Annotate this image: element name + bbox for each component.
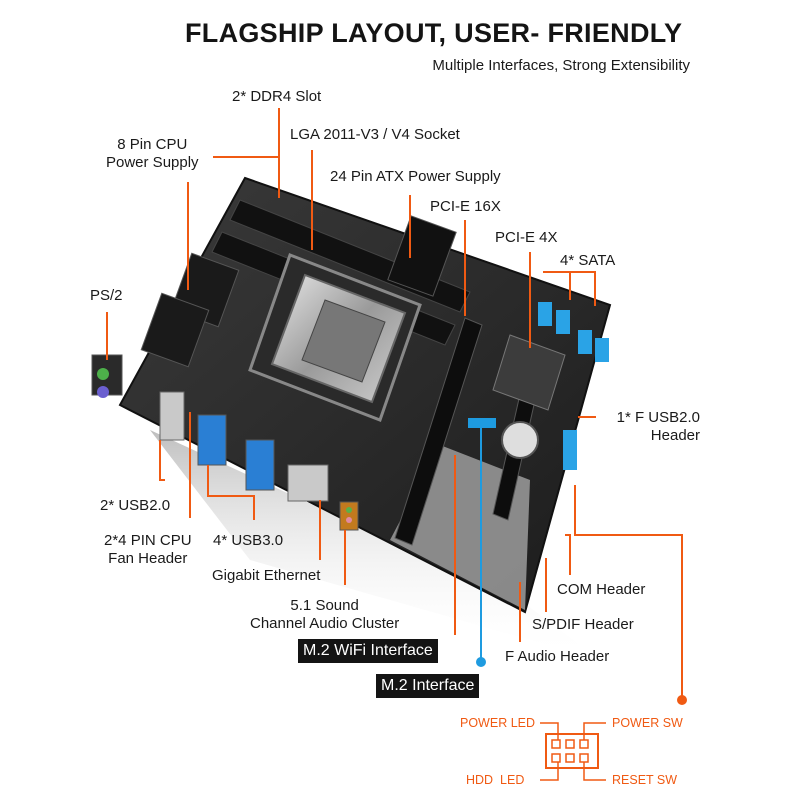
leader-usb30 — [207, 465, 255, 520]
label-atx-power: 24 Pin ATX Power Supply — [330, 168, 501, 185]
label-usb20-header: 1* F USB2.0 Header — [616, 409, 700, 444]
ethernet-port — [287, 464, 329, 502]
label-hdd-led: HDD LED — [466, 773, 525, 787]
page-title: FLAGSHIP LAYOUT, USER- FRIENDLY — [185, 18, 683, 48]
usb30-ports-2 — [245, 439, 275, 491]
usb20-ports — [159, 391, 185, 441]
label-ethernet: Gigabit Ethernet — [212, 567, 321, 584]
usb30-ports-1 — [197, 414, 227, 466]
label-sata: 4* SATA — [560, 252, 616, 269]
label-usb30: 4* USB3.0 — [213, 532, 284, 549]
page-subtitle: Multiple Interfaces, Strong Extensibilit… — [432, 57, 690, 74]
leader-sata-top — [543, 271, 596, 306]
label-faudio: F Audio Header — [505, 648, 610, 665]
sata-port-3 — [578, 330, 592, 354]
label-audio: 5.1 Sound Channel Audio Cluster — [250, 597, 400, 632]
sata-port-2 — [556, 310, 570, 334]
m2-slot — [468, 418, 496, 428]
vrm-heatsink-2 — [140, 292, 210, 368]
label-spdif: S/PDIF Header — [532, 616, 634, 633]
usb20-header-block — [563, 430, 577, 470]
label-cpu-fan: 2*4 PIN CPU Fan Header — [104, 532, 192, 567]
atx-power-connector — [387, 215, 457, 297]
label-ddr4: 2* DDR4 Slot — [232, 88, 322, 105]
label-m2: M.2 Interface — [376, 674, 480, 698]
label-socket: LGA 2011-V3 / V4 Socket — [290, 126, 460, 143]
leader-front-panel — [574, 485, 683, 700]
leader-m2 — [476, 428, 486, 667]
leader-usb20 — [159, 440, 165, 481]
leader-front-panel-dot — [677, 695, 687, 705]
label-pcie4: PCI-E 4X — [495, 229, 558, 246]
label-power-sw: POWER SW — [612, 716, 683, 730]
audio-jacks — [339, 501, 359, 531]
audio-jack-pink-icon — [346, 517, 352, 523]
front-panel-header-diagram — [540, 722, 606, 781]
leader-lines — [106, 108, 687, 705]
ps2-keyboard-icon — [97, 386, 109, 398]
audio-jack-green-icon — [346, 507, 352, 513]
label-cpu-power: 8 Pin CPU Power Supply — [106, 136, 199, 171]
label-m2-wifi: M.2 WiFi Interface — [298, 639, 438, 663]
label-reset-sw: RESET SW — [612, 773, 678, 787]
socket-cover — [301, 299, 386, 383]
cmos-battery — [501, 421, 539, 459]
chipset-heatsink — [492, 334, 566, 411]
sata-port-1 — [538, 302, 552, 326]
ps2-mouse-icon — [97, 368, 109, 380]
label-power-led: POWER LED — [460, 716, 536, 730]
label-pcie16: PCI-E 16X — [430, 198, 501, 215]
label-usb20: 2* USB2.0 — [100, 497, 171, 514]
label-ps2: PS/2 — [90, 287, 123, 304]
leader-com — [565, 534, 571, 575]
leader-ddr4-joint — [213, 156, 280, 198]
sata-port-4 — [595, 338, 609, 362]
label-com: COM Header — [557, 581, 646, 598]
pcie-16x-slot — [394, 317, 483, 546]
